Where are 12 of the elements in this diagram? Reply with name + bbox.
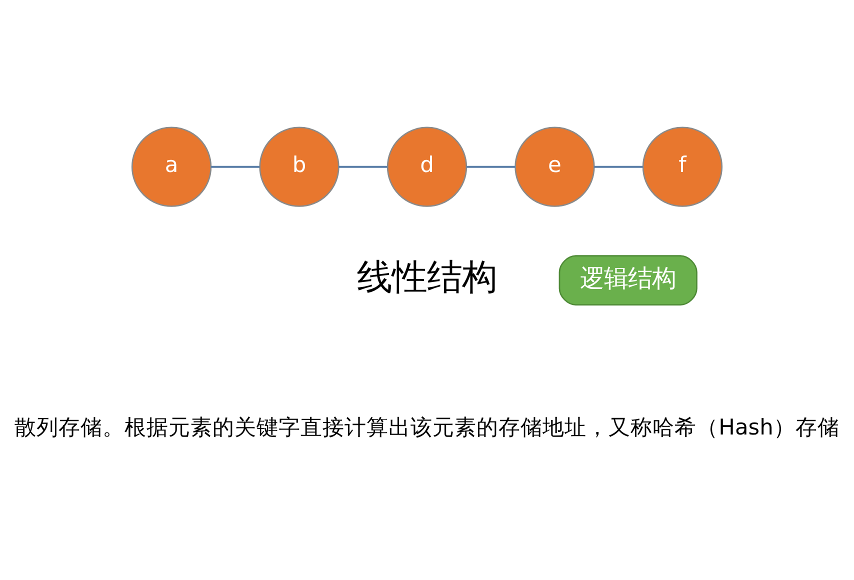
node-circle: e (514, 126, 595, 206)
node-circle: b (259, 126, 340, 206)
label: 线性结构 (357, 256, 497, 298)
node-circle: d (386, 126, 468, 206)
connector (210, 165, 260, 168)
connector (466, 165, 516, 168)
connector (338, 165, 388, 168)
node-circle: a (131, 126, 212, 206)
node-circle: f (642, 126, 723, 206)
node-box: 逻辑结构 (558, 254, 698, 305)
label: 散列存储。根据元素的关键字直接计算出该元素的存储地址，又称哈希（Hash）存储 (14, 414, 840, 440)
connector (594, 165, 643, 168)
